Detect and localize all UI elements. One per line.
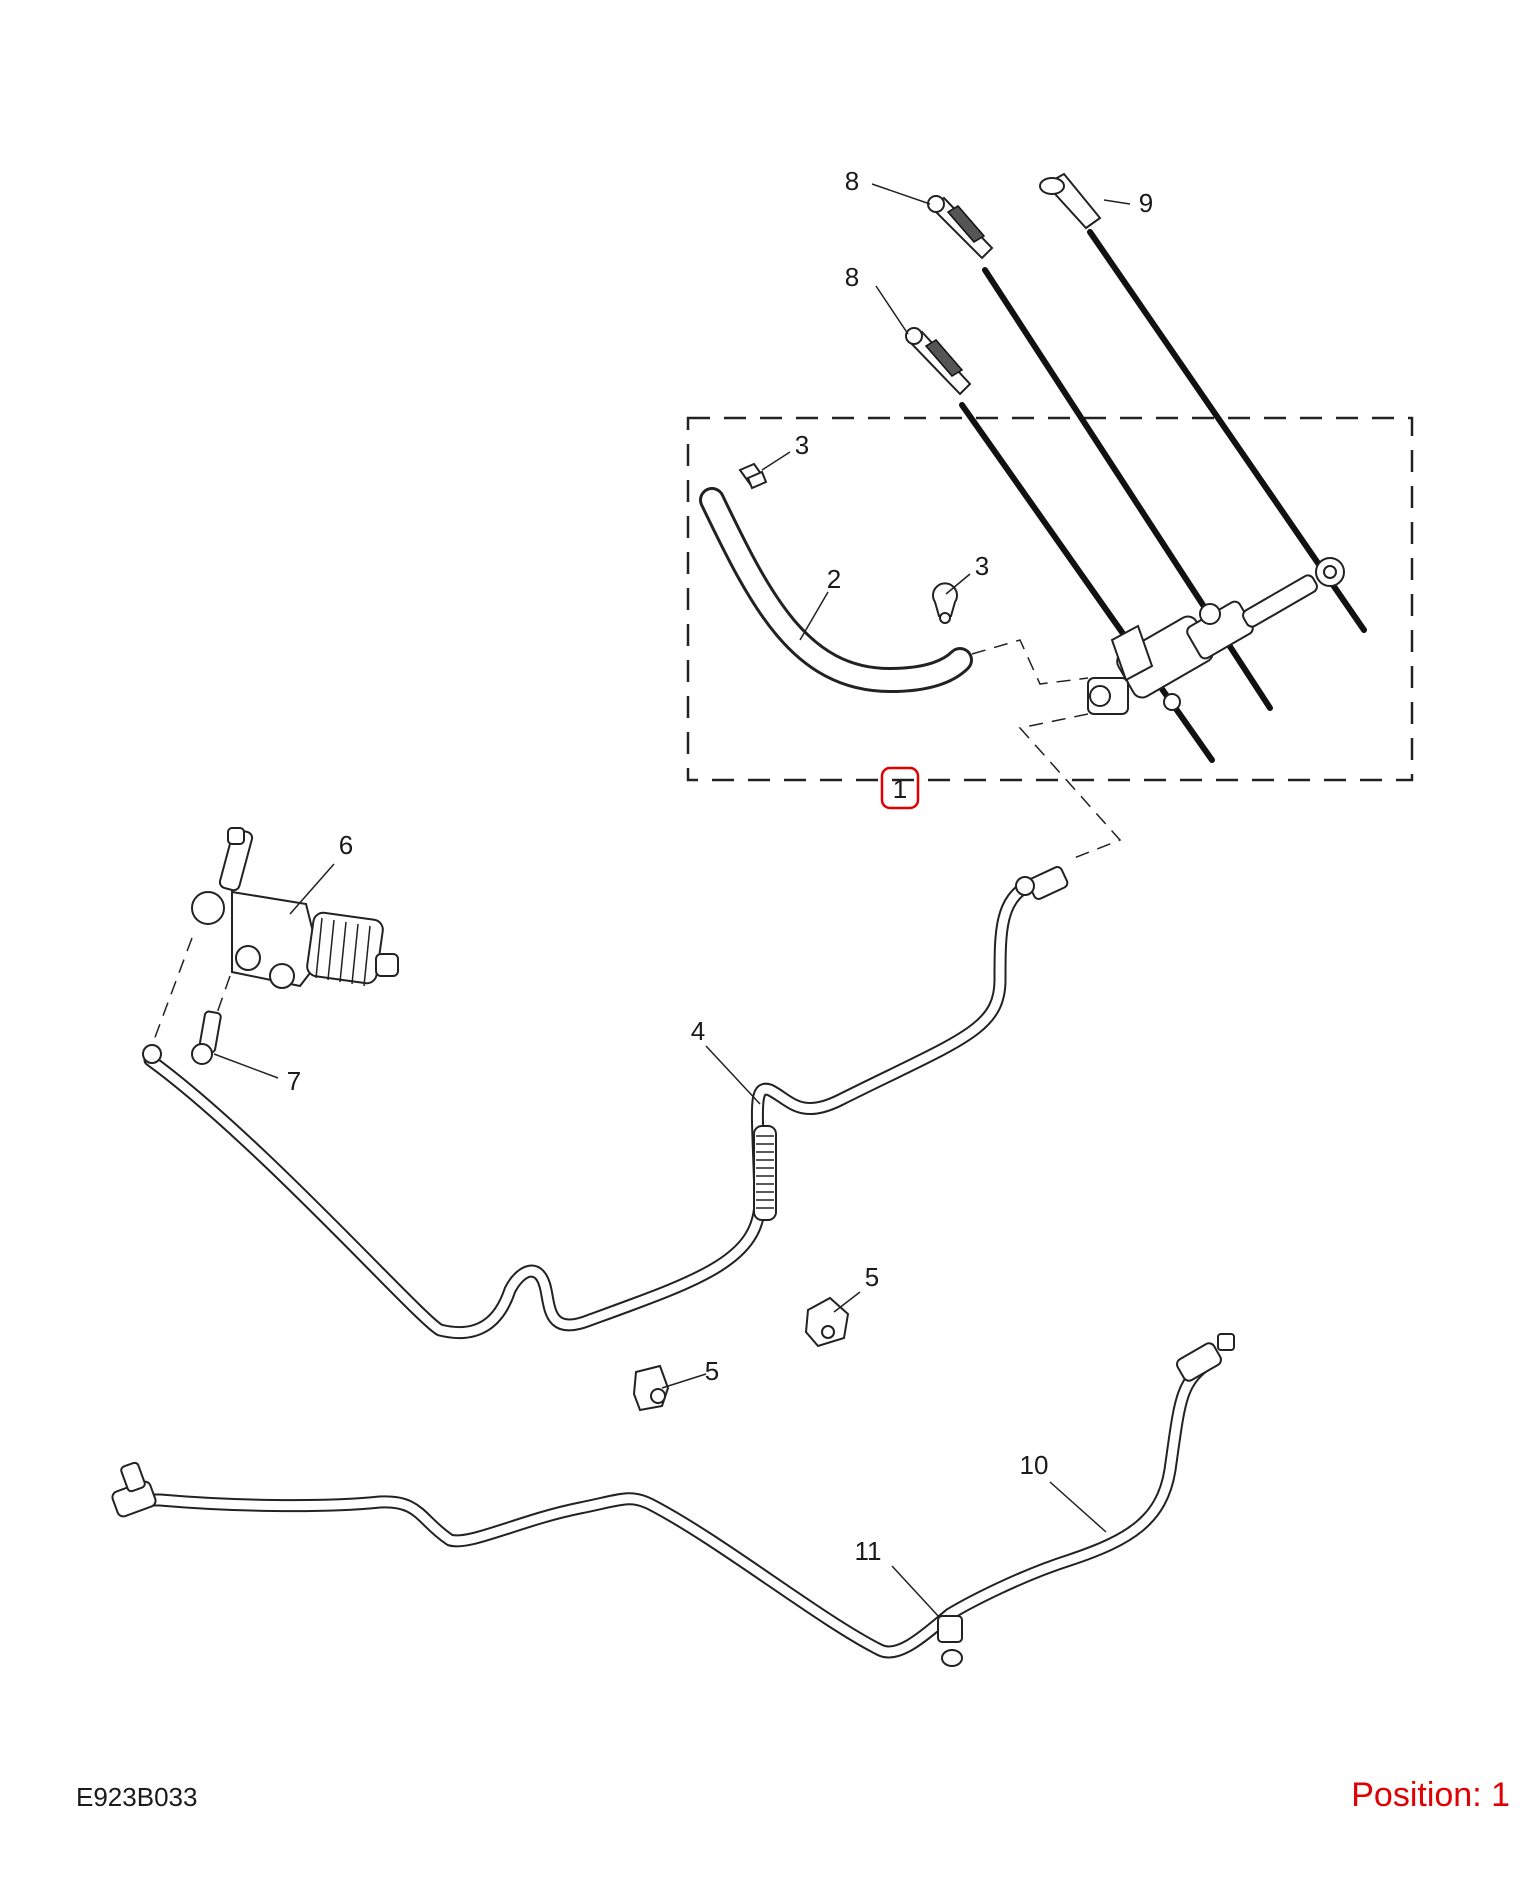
leader-5b [661,1373,707,1389]
connector-dash-6 [153,937,193,1041]
part-3-clip-lower [932,582,958,624]
leader-8a [871,183,931,205]
leader-9 [1103,199,1131,205]
part-4-clutch-pipe [142,866,1069,1340]
callout-6[interactable]: 6 [339,830,353,860]
connector-dash-1 [971,639,1089,685]
part-2-hose [699,487,973,693]
leader-11 [891,1565,941,1619]
assembly-1-boundary [686,416,1414,782]
leader-4 [705,1045,761,1105]
callout-4[interactable]: 4 [691,1016,705,1046]
leader-3a [761,451,791,471]
callout-1[interactable]: 1 [893,774,907,804]
leader-2 [799,591,829,641]
part-7-bolt [191,1010,222,1065]
connector-dash-2 [1018,713,1122,859]
part-11-clip [937,1615,963,1667]
callout-9[interactable]: 9 [1139,188,1153,218]
callout-7[interactable]: 7 [287,1066,301,1096]
leader-8b [875,285,909,335]
callout-3-lower[interactable]: 3 [975,551,989,581]
callout-5-left[interactable]: 5 [705,1356,719,1386]
part-10-pipe [111,1333,1235,1659]
callout-5-right[interactable]: 5 [865,1262,879,1292]
callout-10[interactable]: 10 [1020,1450,1049,1480]
rod-9 [1039,172,1367,633]
callout-1-highlight [880,766,920,810]
diagram-reference-code: E923B033 [76,1782,198,1812]
callout-3-upper[interactable]: 3 [795,430,809,460]
part-5-clip-left [632,1364,670,1412]
leader-10 [1049,1481,1107,1533]
leader-6 [289,863,335,915]
connector-dash-7 [215,975,231,1017]
part-3-clip-upper [738,462,768,490]
position-label: Position: 1 [1351,1776,1510,1814]
leader-7 [213,1053,279,1079]
callout-8-upper[interactable]: 8 [845,166,859,196]
leader-5a [833,1291,861,1313]
callout-2[interactable]: 2 [827,564,841,594]
callout-8-lower[interactable]: 8 [845,262,859,292]
part-1-master-cylinder [1087,557,1345,715]
callout-11[interactable]: 11 [855,1536,882,1566]
leader-3b [945,573,971,595]
part-6-slave-cylinder [191,827,399,989]
